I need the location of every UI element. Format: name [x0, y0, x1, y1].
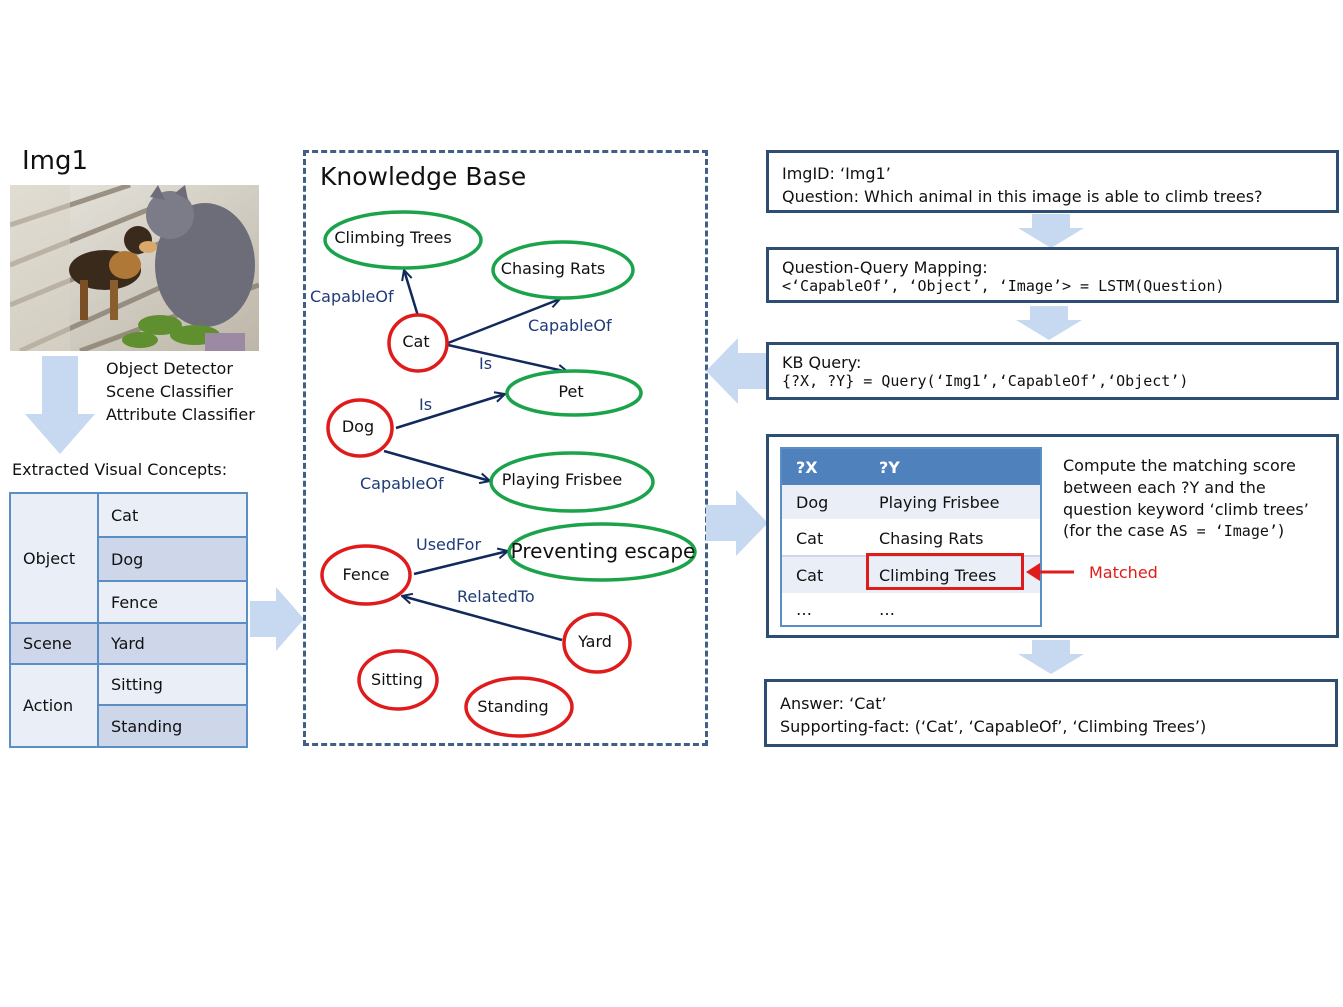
edge-dog-frisbee [383, 449, 490, 481]
answer-box: Answer: ‘Cat’ Supporting-fact: (‘Cat’, ‘… [764, 679, 1338, 747]
attribute-classifier-label: Attribute Classifier [106, 405, 255, 424]
concept-item-fence: Fence [99, 582, 246, 624]
header-y: ?Y [879, 457, 900, 477]
match-cell-x: Cat [796, 528, 824, 548]
kb-query-box: KB Query: {?X, ?Y} = Query(‘Img1’,‘Capab… [766, 342, 1339, 400]
concept-item-cat: Cat [99, 494, 246, 538]
question-text: Question: Which animal in this image is … [782, 187, 1263, 206]
edge-label-cat-climbing: CapableOf [310, 287, 394, 306]
match-desc-case-suffix: ) [1277, 521, 1285, 540]
visual-concepts-table: Object Scene Action Cat Dog Fence Yard S… [9, 492, 248, 748]
matched-label: Matched [1089, 563, 1158, 582]
match-cell-y: Climbing Trees [879, 565, 997, 585]
down-arrow-kbquery [1016, 306, 1082, 340]
label-dog: Dog [342, 417, 374, 436]
match-row: Dog Playing Frisbee [782, 485, 1040, 521]
match-desc-2: between each ?Y and the [1063, 478, 1266, 497]
edge-cat-climbing [404, 270, 420, 317]
match-cell-x: … [796, 599, 812, 619]
extracted-concepts-title: Extracted Visual Concepts: [12, 460, 228, 479]
down-arrow-answer [1018, 640, 1084, 674]
edge-yard-fence [402, 596, 563, 642]
edge-cat-pet [447, 343, 568, 372]
kb-query-title: KB Query: [782, 353, 862, 372]
right-arrow-to-match [706, 490, 768, 556]
scene-classifier-label: Scene Classifier [106, 382, 233, 401]
edge-fence-escape [413, 551, 508, 576]
match-cell-y: Playing Frisbee [879, 492, 1000, 512]
edge-label-cat-pet: Is [479, 354, 492, 373]
supporting-fact-text: Supporting-fact: (‘Cat’, ‘CapableOf’, ‘C… [780, 717, 1207, 736]
matched-highlight [866, 553, 1024, 590]
match-table-header: ?X ?Y [782, 449, 1040, 485]
node-climbing-trees [323, 210, 483, 270]
match-desc-1: Compute the matching score [1063, 456, 1296, 475]
match-cell-x: Cat [796, 565, 824, 585]
label-standing: Standing [477, 697, 548, 716]
question-box: ImgID: ‘Img1’ Question: Which animal in … [766, 150, 1339, 213]
match-row: Cat Chasing Rats [782, 521, 1040, 557]
concept-item-standing: Standing [99, 706, 246, 746]
node-cat [387, 313, 449, 373]
left-arrow-to-kb [706, 338, 768, 404]
node-pet [505, 369, 643, 417]
label-preventing-escape: Preventing escape [511, 539, 696, 563]
node-preventing-escape [507, 522, 697, 582]
concept-group-object: Object [11, 494, 99, 624]
knowledge-graph: Climbing Trees Chasing Rats Pet Playing … [310, 210, 697, 738]
node-fence [320, 544, 412, 606]
match-desc-case: (for the case AS = ‘Image’) [1063, 520, 1284, 542]
label-fence: Fence [343, 565, 390, 584]
edge-label-yard-fence: RelatedTo [457, 587, 535, 606]
label-pet: Pet [558, 382, 583, 401]
query-mapping-title: Question-Query Mapping: [782, 258, 988, 277]
label-sitting: Sitting [371, 670, 423, 689]
label-cat: Cat [402, 332, 429, 351]
concept-group-scene: Scene [11, 624, 99, 665]
match-desc-case-prefix: (for the case [1063, 521, 1170, 540]
node-chasing-rats [491, 240, 635, 300]
down-arrow-detect [25, 356, 95, 454]
match-cell-x: Dog [796, 492, 829, 512]
image-title: Img1 [22, 146, 89, 176]
concept-item-dog: Dog [99, 538, 246, 582]
match-cell-y: Chasing Rats [879, 528, 984, 548]
match-desc-case-code: AS = ‘Image’ [1169, 522, 1278, 540]
knowledge-base-panel [303, 150, 708, 746]
node-yard [562, 612, 632, 674]
edge-dog-pet [395, 394, 505, 430]
node-dog [326, 398, 394, 458]
match-cell-y: … [879, 599, 895, 619]
label-chasing-rats: Chasing Rats [501, 259, 605, 278]
answer-text: Answer: ‘Cat’ [780, 694, 887, 713]
concept-item-yard: Yard [99, 624, 246, 665]
node-playing-frisbee [489, 451, 655, 513]
match-desc-3: question keyword ‘climb trees’ [1063, 500, 1309, 519]
input-photo [10, 185, 259, 351]
edge-label-dog-frisbee: CapableOf [360, 474, 444, 493]
edge-label-fence-escape: UsedFor [416, 535, 481, 554]
match-table: ?X ?Y Dog Playing Frisbee Cat Chasing Ra… [780, 447, 1042, 627]
match-row: … … [782, 593, 1040, 625]
edge-cat-chasing [447, 299, 560, 345]
edge-label-cat-chasing: CapableOf [528, 316, 612, 335]
down-arrow-mapping [1018, 214, 1084, 248]
knowledge-base-title: Knowledge Base [320, 162, 527, 191]
object-detector-label: Object Detector [106, 359, 233, 378]
label-yard: Yard [577, 632, 612, 651]
header-x: ?X [796, 457, 818, 477]
query-mapping-expr: <‘CapableOf’, ‘Object’, ‘Image’> = LSTM(… [782, 277, 1225, 295]
concept-group-action: Action [11, 665, 99, 746]
image-id-text: ImgID: ‘Img1’ [782, 164, 891, 183]
query-mapping-box: Question-Query Mapping: <‘CapableOf’, ‘O… [766, 247, 1339, 303]
node-standing [464, 676, 574, 738]
kb-query-expr: {?X, ?Y} = Query(‘Img1’,‘CapableOf’,‘Obj… [782, 372, 1189, 390]
right-arrow-to-kb [250, 587, 304, 651]
concept-item-sitting: Sitting [99, 665, 246, 706]
node-sitting [357, 649, 439, 711]
matched-arrow [1026, 563, 1074, 581]
edge-label-dog-pet: Is [419, 395, 432, 414]
label-playing-frisbee: Playing Frisbee [502, 470, 622, 489]
label-climbing-trees: Climbing Trees [334, 228, 451, 247]
